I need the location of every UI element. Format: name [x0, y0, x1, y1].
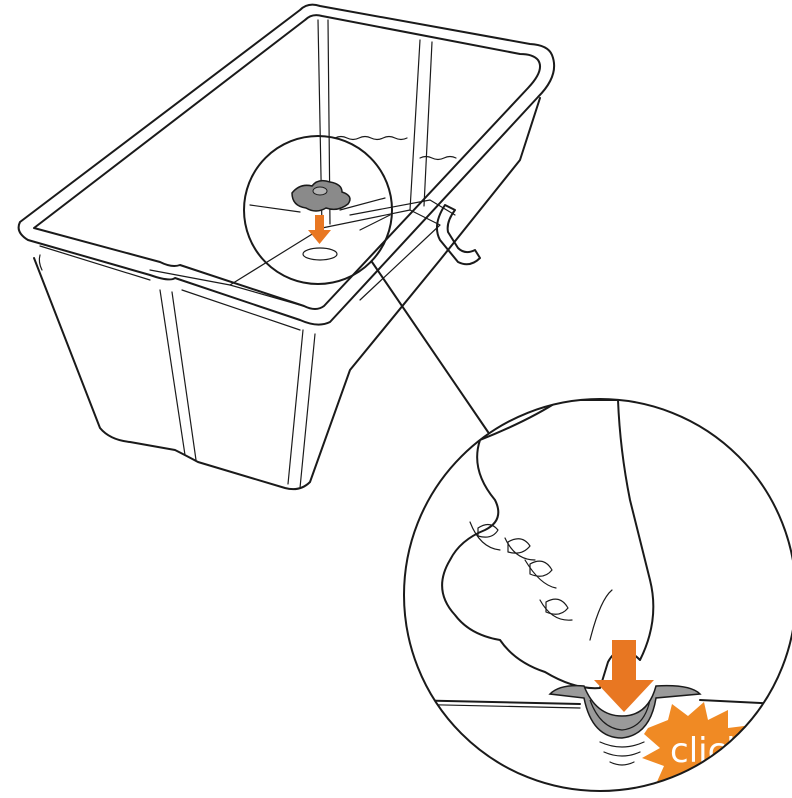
down-arrow-icon — [308, 215, 331, 244]
drain-hole-icon — [303, 248, 337, 260]
bathtub-icon — [19, 5, 555, 489]
drain-plug-icon — [292, 181, 350, 211]
connector-line — [372, 262, 488, 432]
detail-circle-small — [244, 136, 392, 284]
detail-circle-large: click — [400, 399, 792, 798]
